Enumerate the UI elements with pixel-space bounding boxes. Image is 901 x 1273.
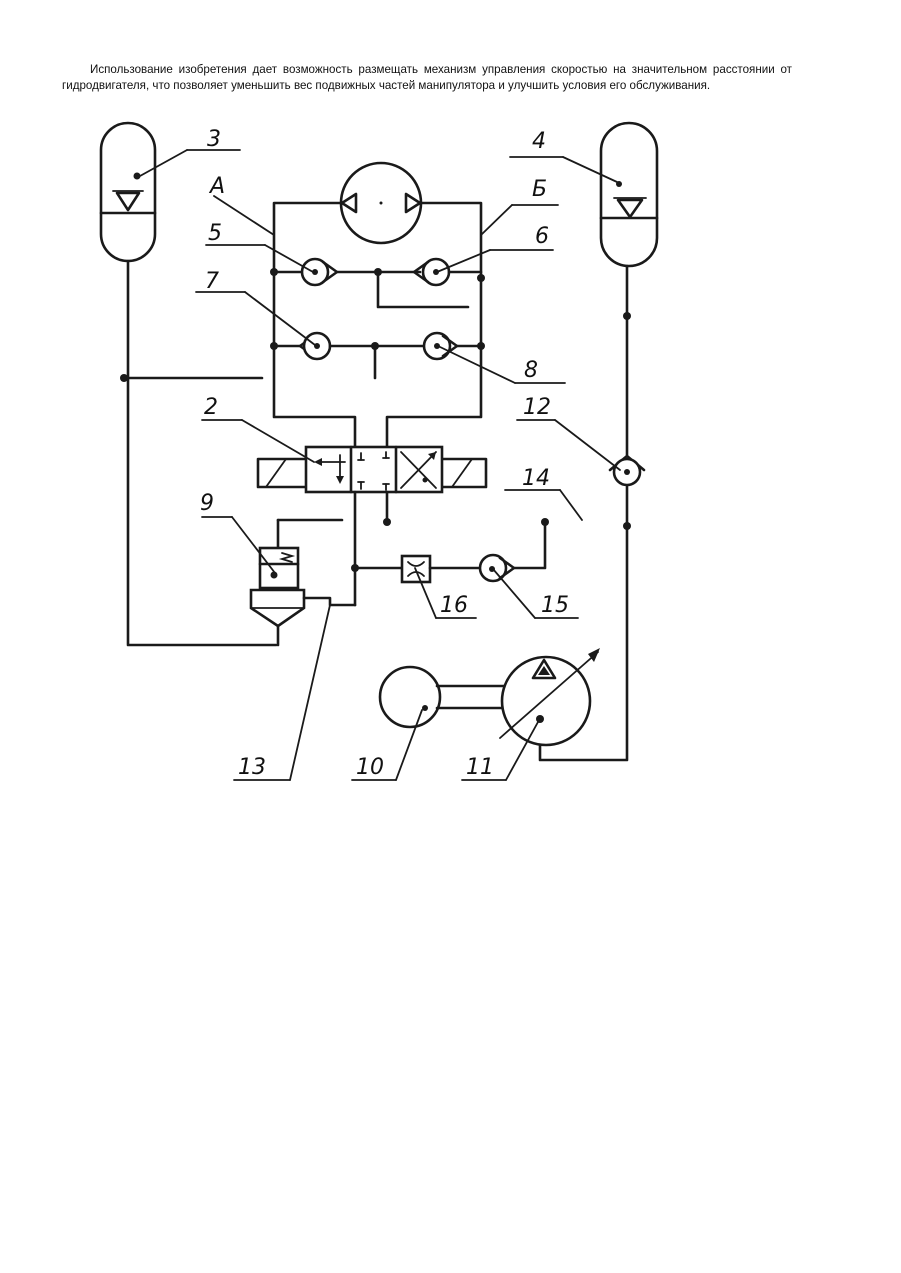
check-valve-12 <box>610 456 644 485</box>
label-14: 14 <box>522 466 550 491</box>
label-9: 9 <box>200 491 214 516</box>
label-16: 16 <box>440 593 468 618</box>
motor-10-pump-11 <box>380 648 600 745</box>
label-3: 3 <box>207 127 221 152</box>
label-15: 15 <box>541 593 569 618</box>
label-6: 6 <box>535 224 549 249</box>
accumulator-3 <box>101 123 155 261</box>
directional-valve-2 <box>258 447 486 492</box>
label-10: 10 <box>356 755 384 780</box>
accumulator-4 <box>601 123 657 266</box>
label-7: 7 <box>205 269 219 294</box>
label-13: 13 <box>238 755 266 780</box>
hydraulic-motor <box>341 163 421 243</box>
line-14 <box>278 492 631 605</box>
label-4: 4 <box>532 129 546 154</box>
label-2: 2 <box>204 395 218 420</box>
label-12: 12 <box>523 395 551 420</box>
label-A: А <box>208 174 225 199</box>
label-B: Б <box>532 177 547 202</box>
label-5: 5 <box>208 221 222 246</box>
label-11: 11 <box>466 755 494 780</box>
throttle-16-check-15 <box>355 522 545 582</box>
check-valves-7-8 <box>270 333 485 378</box>
label-8: 8 <box>524 358 538 383</box>
left-supply-line <box>120 261 276 645</box>
